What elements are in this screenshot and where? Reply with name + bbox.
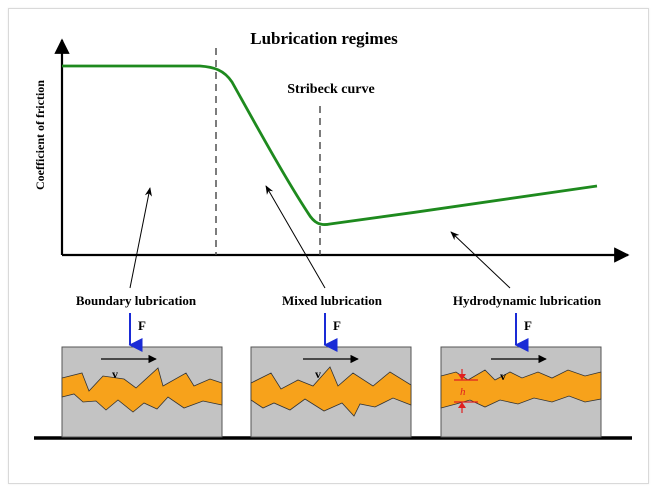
chart-axes bbox=[54, 38, 630, 263]
mixed-velocity-label: v bbox=[315, 367, 321, 381]
stribeck-curve-label: Stribeck curve bbox=[287, 82, 374, 97]
figure-frame bbox=[8, 8, 649, 484]
diagram-title: Lubrication regimes bbox=[250, 29, 398, 48]
film-thickness-marker: h bbox=[454, 369, 478, 413]
boundary-contact-block: v F bbox=[61, 313, 223, 438]
hydrodynamic-lubricant-layer bbox=[440, 369, 602, 409]
mixed-contact-block: v F bbox=[250, 313, 412, 438]
y-axis-label: Coefficient of friction bbox=[33, 80, 47, 190]
hydrodynamic-leader-arrow bbox=[450, 231, 511, 289]
mixed-leader-arrow bbox=[265, 185, 326, 289]
mixed-force-label: F bbox=[333, 318, 341, 333]
film-thickness-label: h bbox=[460, 386, 466, 398]
boundary-lubrication-label: Boundary lubrication bbox=[76, 293, 197, 308]
boundary-force-label: F bbox=[138, 318, 146, 333]
hydrodynamic-lubrication-label: Hydrodynamic lubrication bbox=[453, 293, 602, 308]
hydrodynamic-force-label: F bbox=[524, 318, 532, 333]
hydrodynamic-velocity-label: v bbox=[500, 369, 506, 383]
hydrodynamic-contact-block: v F h bbox=[440, 313, 602, 438]
boundary-lubricant-layer bbox=[61, 367, 223, 413]
mixed-lubricant-layer bbox=[250, 366, 412, 417]
stribeck-curve bbox=[62, 64, 598, 226]
mixed-lubrication-label: Mixed lubrication bbox=[282, 293, 383, 308]
boundary-velocity-label: v bbox=[112, 367, 118, 381]
boundary-leader-arrow bbox=[129, 187, 152, 289]
